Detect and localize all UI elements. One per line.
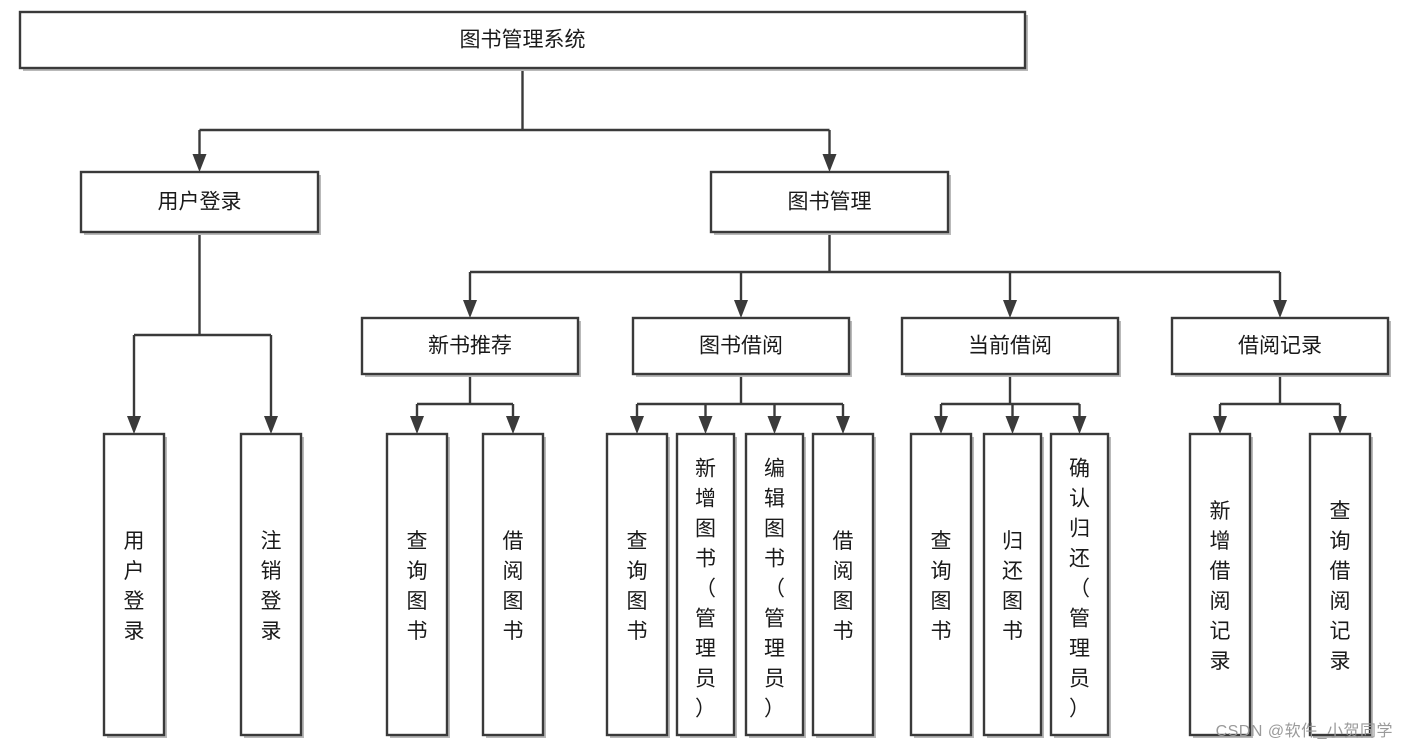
node-leaf-query-book-2[interactable]: 查询图书 [605, 432, 670, 738]
node-border [1049, 432, 1110, 737]
node-leaf-query-book-1[interactable]: 查询图书 [385, 432, 450, 738]
node-leaf-logout[interactable]: 注销登录 [239, 432, 304, 738]
node-border [900, 316, 1120, 376]
node-label: 图书借阅 [699, 335, 783, 358]
node-borrow-record[interactable]: 借阅记录 [1170, 316, 1391, 377]
node-label: 图书管理系统 [460, 29, 586, 52]
node-leaf-query-record[interactable]: 查询借阅记录 [1308, 432, 1373, 738]
node-book-borrow[interactable]: 图书借阅 [631, 316, 852, 377]
node-border [811, 432, 875, 737]
node-leaf-query-book-3[interactable]: 查询图书 [909, 432, 974, 738]
node-border [360, 316, 580, 376]
node-leaf-user-login[interactable]: 用户登录 [102, 432, 167, 738]
node-label: 编辑图书（管理员） [764, 457, 785, 720]
node-label: 查询图书 [407, 530, 428, 643]
node-border [239, 432, 303, 737]
node-book-manage[interactable]: 图书管理 [709, 170, 951, 235]
node-border [1170, 316, 1390, 376]
connector-group-root [192, 68, 837, 172]
node-border [18, 10, 1027, 70]
node-label: 用户登录 [124, 530, 145, 643]
node-border [605, 432, 669, 737]
node-leaf-borrow-book-1[interactable]: 借阅图书 [481, 432, 546, 738]
node-layer: 图书管理系统用户登录图书管理新书推荐图书借阅当前借阅借阅记录用户登录注销登录查询… [18, 10, 1391, 738]
connector-group-current-borrow [934, 374, 1087, 434]
node-user-login[interactable]: 用户登录 [79, 170, 321, 235]
node-label: 查询借阅记录 [1330, 500, 1351, 673]
node-label: 借阅记录 [1238, 335, 1322, 358]
node-leaf-confirm-return[interactable]: 确认归还（管理员） [1049, 432, 1111, 738]
node-border [675, 432, 736, 737]
node-label: 图书管理 [788, 191, 872, 214]
node-label: 新书推荐 [428, 335, 512, 358]
node-label: 注销登录 [261, 530, 282, 643]
node-leaf-edit-book[interactable]: 编辑图书（管理员） [744, 432, 806, 738]
connector-group-user-login [127, 232, 278, 434]
node-border [385, 432, 449, 737]
node-leaf-add-record[interactable]: 新增借阅记录 [1188, 432, 1253, 738]
node-border [909, 432, 973, 737]
node-label: 确认归还（管理员） [1069, 457, 1090, 720]
node-border [1188, 432, 1252, 737]
node-root[interactable]: 图书管理系统 [18, 10, 1028, 71]
node-label: 新增借阅记录 [1210, 500, 1231, 673]
node-label: 借阅图书 [503, 530, 524, 643]
node-leaf-add-book[interactable]: 新增图书（管理员） [675, 432, 737, 738]
node-leaf-borrow-book-2[interactable]: 借阅图书 [811, 432, 876, 738]
node-border [79, 170, 320, 234]
node-border [631, 316, 851, 376]
node-border [982, 432, 1043, 737]
node-border [744, 432, 805, 737]
node-label: 用户登录 [158, 191, 242, 214]
node-leaf-return-book[interactable]: 归还图书 [982, 432, 1044, 738]
connector-group-borrow-record [1213, 374, 1347, 434]
node-label: 查询图书 [931, 530, 952, 643]
connector-layer [127, 68, 1347, 434]
node-new-book-rec[interactable]: 新书推荐 [360, 316, 581, 377]
node-border [1308, 432, 1372, 737]
node-label: 归还图书 [1002, 530, 1023, 643]
node-label: 查询图书 [627, 530, 648, 643]
node-border [102, 432, 166, 737]
connector-group-book-borrow [630, 374, 850, 434]
node-current-borrow[interactable]: 当前借阅 [900, 316, 1121, 377]
node-label: 当前借阅 [968, 335, 1052, 358]
node-border [481, 432, 545, 737]
node-label: 借阅图书 [833, 530, 854, 643]
node-border [709, 170, 950, 234]
connector-group-book-manage [463, 232, 1287, 318]
node-label: 新增图书（管理员） [695, 457, 716, 720]
connector-group-new-book-rec [410, 374, 520, 434]
